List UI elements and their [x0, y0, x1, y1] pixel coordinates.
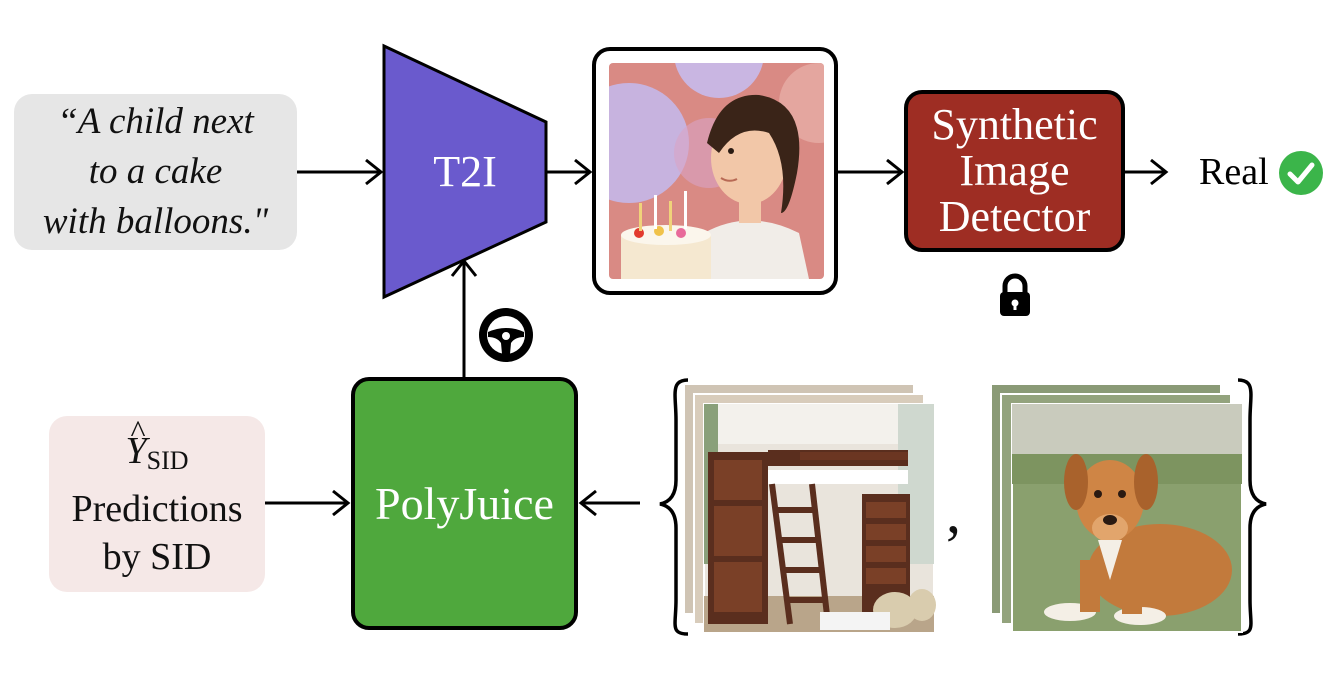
- detector-line-1: Synthetic: [931, 100, 1098, 149]
- detector-line-3: Detector: [938, 192, 1091, 241]
- t2i-block: [382, 43, 548, 300]
- right-brace: [1237, 378, 1267, 636]
- detector-line-2: Image: [959, 146, 1070, 195]
- arrow-examples-to-polyjuice: [578, 489, 640, 517]
- arrow-polyjuice-to-t2i: [450, 258, 478, 377]
- y-letter: Y: [125, 430, 147, 472]
- predictions-line-3: by SID: [102, 536, 212, 578]
- y-hat-symbol: ^ Y: [125, 413, 147, 475]
- sid-subscript: SID: [146, 446, 189, 475]
- check-circle-icon: [1278, 150, 1324, 196]
- example-image-bed: [683, 383, 936, 633]
- generated-image: [609, 63, 824, 279]
- prompt-line-3: with balloons.": [42, 201, 269, 242]
- arrow-image-to-detector: [838, 158, 905, 186]
- example-image-dog: [990, 383, 1243, 633]
- prompt-box: “A child next to a cake with balloons.": [14, 94, 297, 250]
- lock-icon: [997, 273, 1033, 317]
- polyjuice-label: PolyJuice: [375, 478, 554, 529]
- arrow-detector-to-output: [1125, 158, 1169, 186]
- t2i-label: T2I: [433, 147, 497, 196]
- arrow-prompt-to-t2i: [297, 158, 384, 186]
- left-brace: [659, 378, 689, 636]
- predictions-symbol: ^ Y SID: [125, 413, 189, 485]
- arrow-t2i-to-image: [546, 158, 593, 186]
- prompt-line-2: to a cake: [88, 151, 223, 192]
- polyjuice-block: PolyJuice: [351, 377, 578, 630]
- steering-wheel-icon: [477, 306, 535, 364]
- prompt-line-1: “A child next: [57, 101, 254, 142]
- predictions-line-2: Predictions: [71, 488, 243, 530]
- real-label: Real: [1199, 151, 1269, 193]
- hat-accent: ^: [130, 413, 146, 449]
- synthetic-image-detector: Synthetic Image Detector: [904, 90, 1125, 252]
- example-separator: ,: [946, 479, 961, 545]
- predictions-box: ^ Y SID Predictions by SID: [49, 413, 265, 592]
- arrow-predictions-to-polyjuice: [265, 489, 351, 517]
